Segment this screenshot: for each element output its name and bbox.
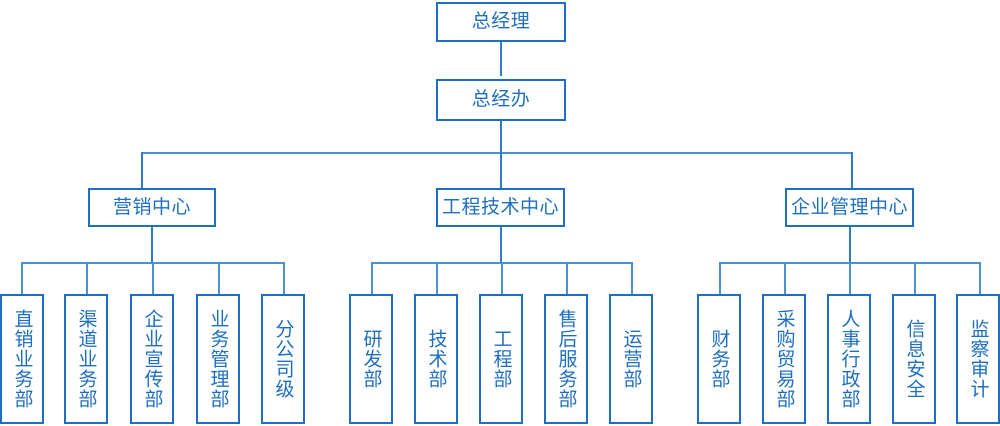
node-dept-branch-company[interactable]: 分公司级	[261, 294, 305, 424]
connector-drop-e1	[371, 262, 373, 294]
node-dept-finance[interactable]: 财务部	[697, 294, 741, 424]
node-dept-information-security[interactable]: 信息安全	[892, 294, 936, 424]
connector-drop-e4	[566, 262, 568, 294]
node-dept-channel-sales[interactable]: 渠道业务部	[64, 294, 108, 424]
node-dept-after-sales-service[interactable]: 售后服务部	[544, 294, 588, 424]
connector-bus-to-center-1	[141, 152, 143, 189]
connector-center-1-to-bus	[151, 226, 153, 263]
node-dept-direct-sales[interactable]: 直销业务部	[0, 294, 44, 424]
connector-drop-m3	[152, 262, 154, 294]
node-general-manager[interactable]: 总经理	[436, 2, 566, 42]
node-label: 企业管理中心	[790, 195, 908, 218]
node-label: 总经办	[471, 88, 531, 111]
node-label: 技术部	[425, 329, 448, 389]
node-general-manager-office[interactable]: 总经办	[436, 79, 566, 121]
connector-drop-m5	[283, 262, 285, 294]
node-label: 人事行政部	[838, 309, 861, 409]
connector-drop-m4	[218, 262, 220, 294]
node-center-management[interactable]: 企业管理中心	[785, 188, 914, 227]
node-label: 业务管理部	[207, 309, 230, 409]
connector-drop-g4	[914, 262, 916, 294]
node-label: 售后服务部	[555, 309, 578, 409]
node-label: 分公司级	[272, 319, 295, 399]
node-label: 信息安全	[903, 319, 926, 399]
connector-drop-m1	[21, 262, 23, 294]
node-dept-corporate-publicity[interactable]: 企业宣传部	[130, 294, 174, 424]
node-dept-operations[interactable]: 运营部	[609, 294, 653, 424]
connector-center-3-to-bus	[849, 226, 851, 263]
node-label: 研发部	[360, 329, 383, 389]
connector-drop-g2	[784, 262, 786, 294]
node-dept-research-development[interactable]: 研发部	[349, 294, 393, 424]
node-label: 渠道业务部	[75, 309, 98, 409]
node-label: 营销中心	[112, 195, 191, 218]
node-center-engineering[interactable]: 工程技术中心	[436, 188, 565, 227]
node-label: 运营部	[620, 329, 643, 389]
node-label: 财务部	[708, 329, 731, 389]
connector-bus-to-center-3	[851, 152, 853, 189]
connector-root-to-office	[500, 41, 502, 76]
node-dept-technology[interactable]: 技术部	[414, 294, 458, 424]
connector-drop-m2	[86, 262, 88, 294]
connector-drop-g1	[719, 262, 721, 294]
connector-drop-g5	[979, 262, 981, 294]
connector-bus-to-center-2	[500, 152, 502, 189]
connector-office-to-bus	[500, 121, 502, 153]
node-label: 监察审计	[967, 319, 990, 399]
node-dept-hr-administration[interactable]: 人事行政部	[827, 294, 871, 424]
node-center-marketing[interactable]: 营销中心	[88, 188, 216, 227]
node-label: 采购贸易部	[773, 309, 796, 409]
node-dept-business-management[interactable]: 业务管理部	[196, 294, 240, 424]
connector-bus-centers	[141, 152, 852, 154]
node-label: 企业宣传部	[141, 309, 164, 409]
connector-center-2-to-bus	[500, 226, 502, 263]
connector-drop-g3	[849, 262, 851, 294]
node-label: 工程部	[490, 329, 513, 389]
node-dept-supervision-audit[interactable]: 监察审计	[956, 294, 1000, 424]
connector-drop-e2	[436, 262, 438, 294]
node-dept-procurement-trade[interactable]: 采购贸易部	[762, 294, 806, 424]
node-label: 总经理	[471, 10, 531, 33]
connector-drop-e5	[631, 262, 633, 294]
node-dept-engineering[interactable]: 工程部	[479, 294, 523, 424]
node-label: 工程技术中心	[441, 195, 559, 218]
connector-drop-e3	[501, 262, 503, 294]
node-label: 直销业务部	[11, 309, 34, 409]
